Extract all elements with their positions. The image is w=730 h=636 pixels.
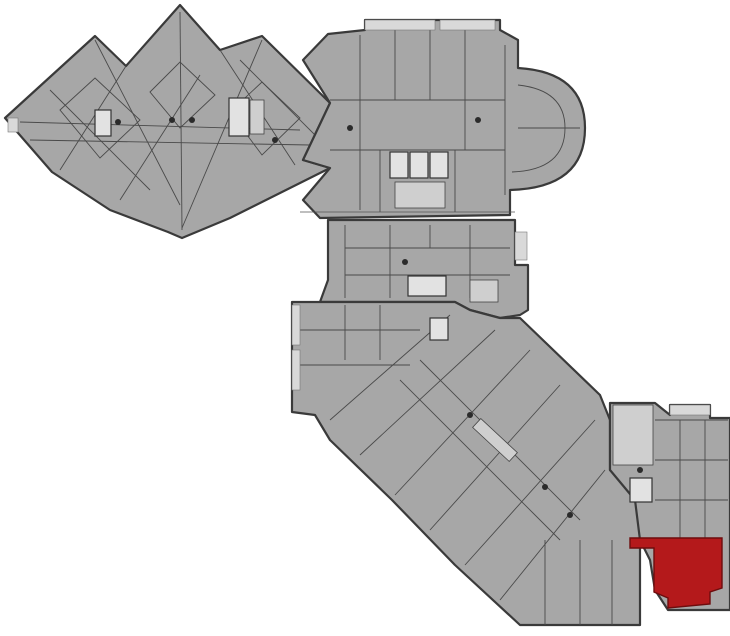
diamond-wing-outline — [3, 3, 332, 240]
diagonal-core-lift — [429, 317, 449, 341]
selected-apartment[interactable] — [629, 537, 723, 609]
rotunda-core-lift-1 — [389, 151, 409, 179]
middle-stair — [469, 279, 499, 303]
rotunda-core-lift-2 — [409, 151, 429, 179]
south-east-stair — [612, 404, 654, 466]
diagonal-wing — [290, 300, 642, 627]
rotunda-section-outline — [301, 18, 587, 220]
diagonal-wing-outline — [290, 300, 642, 627]
middle-section — [318, 218, 530, 320]
rotunda-stair — [394, 181, 446, 209]
rotunda-section — [300, 18, 587, 220]
rotunda-core-lift-3 — [429, 151, 449, 179]
diamond-stair — [249, 99, 265, 135]
diagonal-stair — [472, 417, 518, 463]
south-east-core-lift — [629, 477, 653, 503]
diamond-wing — [3, 3, 332, 240]
diamond-core-lift-2 — [94, 109, 112, 137]
diamond-core-lift-1 — [228, 97, 250, 137]
middle-core-lift — [407, 275, 447, 297]
